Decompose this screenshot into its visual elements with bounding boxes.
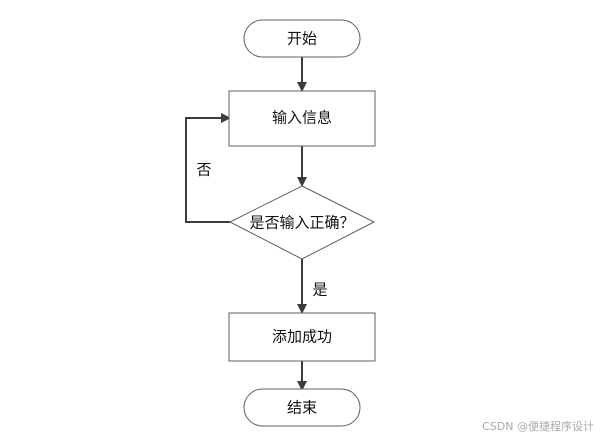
input-process-box [228,90,376,147]
csdn-watermark: CSDN @便捷程序设计 [482,420,594,433]
yes-edge-label: 是 [312,281,327,299]
decision-label: 是否输入正确？ [249,214,354,232]
edge-decision-no-loop [185,113,231,223]
decision-diamond [228,185,376,260]
no-edge-label: 否 [196,161,211,179]
start-terminal [243,19,361,58]
success-process-label: 添加成功 [272,328,332,346]
success-process-box [228,312,376,362]
end-label: 结束 [287,399,317,417]
end-terminal [243,388,361,427]
input-process-label: 输入信息 [272,109,332,127]
start-label: 开始 [287,30,317,48]
